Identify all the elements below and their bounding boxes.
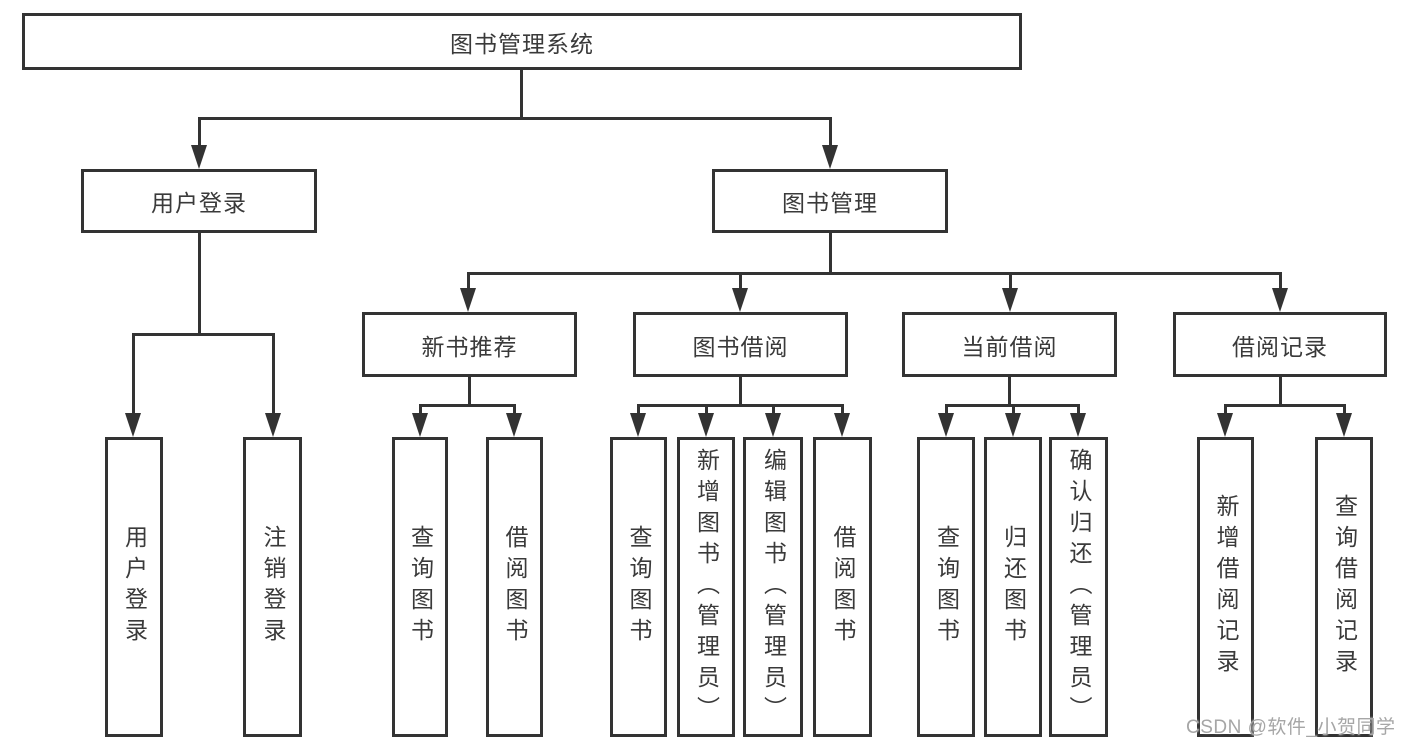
leaf-current-return-books: 归还图书 bbox=[984, 437, 1042, 737]
arrow-down-icon bbox=[1336, 413, 1352, 437]
connector-line bbox=[828, 117, 832, 149]
leaf-current-confirm-return-admin: 确认归还（管理员） bbox=[1049, 437, 1108, 737]
arrow-down-icon bbox=[506, 413, 522, 437]
csdn-watermark: CSDN @软件_小贺同学 bbox=[1186, 717, 1396, 738]
leaf-newrec-borrow-books: 借阅图书 bbox=[486, 437, 543, 737]
connector-line bbox=[1011, 404, 1015, 415]
arrow-down-icon bbox=[1005, 413, 1021, 437]
arrow-down-icon bbox=[265, 413, 281, 437]
leaf-current-query-books-label: 查询图书 bbox=[933, 525, 960, 649]
leaf-records-add-record-label: 新增借阅记录 bbox=[1213, 494, 1239, 680]
connector-line bbox=[1077, 404, 1080, 415]
leaf-borrow-borrow-books: 借阅图书 bbox=[813, 437, 872, 737]
leaf-borrow-add-books-admin-label: 新增图书（管理员） bbox=[693, 447, 720, 727]
connector-line bbox=[636, 404, 844, 407]
arrow-down-icon bbox=[460, 288, 476, 312]
leaf-logout-login: 注销登录 bbox=[243, 437, 302, 737]
leaf-newrec-query-books: 查询图书 bbox=[392, 437, 448, 737]
connector-line bbox=[1342, 404, 1346, 415]
arrow-down-icon bbox=[125, 413, 141, 437]
leaf-borrow-query-books-label: 查询图书 bbox=[626, 525, 652, 649]
node-borrow-records: 借阅记录 bbox=[1173, 312, 1387, 377]
arrow-down-icon bbox=[1217, 413, 1233, 437]
connector-line bbox=[1224, 404, 1345, 407]
node-root: 图书管理系统 bbox=[22, 13, 1022, 70]
node-current-borrow-label: 当前借阅 bbox=[961, 333, 1058, 360]
connector-line bbox=[197, 117, 201, 149]
connector-line bbox=[772, 404, 775, 415]
connector-line bbox=[418, 404, 516, 407]
leaf-records-add-record: 新增借阅记录 bbox=[1197, 437, 1254, 737]
leaf-records-query-record: 查询借阅记录 bbox=[1315, 437, 1373, 737]
connector-line bbox=[1224, 404, 1227, 415]
arrow-down-icon bbox=[630, 413, 646, 437]
node-book-borrow-label: 图书借阅 bbox=[692, 333, 789, 360]
leaf-borrow-borrow-books-label: 借阅图书 bbox=[830, 525, 856, 649]
node-user-login-label: 用户登录 bbox=[151, 190, 247, 216]
arrow-down-icon bbox=[1272, 288, 1288, 312]
node-new-book-recommend-label: 新书推荐 bbox=[421, 333, 518, 360]
node-current-borrow: 当前借阅 bbox=[902, 312, 1117, 377]
connector-line bbox=[519, 69, 523, 118]
arrow-down-icon bbox=[1070, 413, 1086, 437]
node-book-management-label: 图书管理 bbox=[782, 190, 878, 216]
node-book-borrow: 图书借阅 bbox=[633, 312, 848, 377]
leaf-borrow-edit-books-admin: 编辑图书（管理员） bbox=[743, 437, 803, 737]
connector-line bbox=[197, 232, 201, 336]
leaf-borrow-add-books-admin: 新增图书（管理员） bbox=[677, 437, 735, 737]
connector-line bbox=[1008, 272, 1012, 290]
connector-line bbox=[1008, 377, 1011, 406]
connector-line bbox=[1278, 377, 1282, 406]
connector-line bbox=[704, 404, 708, 415]
arrow-down-icon bbox=[698, 413, 714, 437]
connector-line bbox=[466, 272, 1282, 275]
connector-line bbox=[636, 404, 640, 415]
connector-line bbox=[944, 404, 948, 415]
arrow-down-icon bbox=[834, 413, 850, 437]
arrow-down-icon bbox=[732, 288, 748, 312]
connector-line bbox=[271, 333, 275, 415]
connector-line bbox=[739, 377, 742, 406]
arrow-down-icon bbox=[1002, 288, 1018, 312]
leaf-current-return-books-label: 归还图书 bbox=[1000, 525, 1027, 649]
arrow-down-icon bbox=[822, 145, 838, 169]
connector-line bbox=[840, 404, 844, 415]
leaf-user-login-label: 用户登录 bbox=[121, 525, 148, 649]
node-borrow-records-label: 借阅记录 bbox=[1232, 333, 1328, 360]
leaf-current-confirm-return-admin-label: 确认归还（管理员） bbox=[1066, 447, 1092, 727]
arrow-down-icon bbox=[765, 413, 781, 437]
node-book-management: 图书管理 bbox=[712, 169, 948, 233]
connector-line bbox=[468, 377, 471, 406]
node-user-login: 用户登录 bbox=[81, 169, 317, 233]
leaf-logout-login-label: 注销登录 bbox=[260, 525, 286, 649]
connector-line bbox=[1278, 272, 1282, 290]
connector-line bbox=[197, 117, 832, 120]
connector-line bbox=[828, 232, 832, 274]
arrow-down-icon bbox=[412, 413, 428, 437]
leaf-borrow-query-books: 查询图书 bbox=[610, 437, 667, 737]
connector-line bbox=[466, 272, 470, 290]
leaf-newrec-borrow-books-label: 借阅图书 bbox=[502, 525, 528, 649]
connector-line bbox=[738, 272, 742, 290]
connector-line bbox=[131, 333, 275, 336]
connector-line bbox=[418, 404, 422, 415]
node-new-book-recommend: 新书推荐 bbox=[362, 312, 577, 377]
connector-line bbox=[131, 333, 135, 415]
arrow-down-icon bbox=[191, 145, 207, 169]
leaf-newrec-query-books-label: 查询图书 bbox=[407, 525, 434, 649]
leaf-records-query-record-label: 查询借阅记录 bbox=[1331, 494, 1358, 680]
leaf-user-login: 用户登录 bbox=[105, 437, 163, 737]
leaf-current-query-books: 查询图书 bbox=[917, 437, 975, 737]
arrow-down-icon bbox=[938, 413, 954, 437]
node-root-label: 图书管理系统 bbox=[450, 30, 594, 57]
connector-line bbox=[512, 404, 516, 415]
leaf-borrow-edit-books-admin-label: 编辑图书（管理员） bbox=[760, 447, 787, 727]
